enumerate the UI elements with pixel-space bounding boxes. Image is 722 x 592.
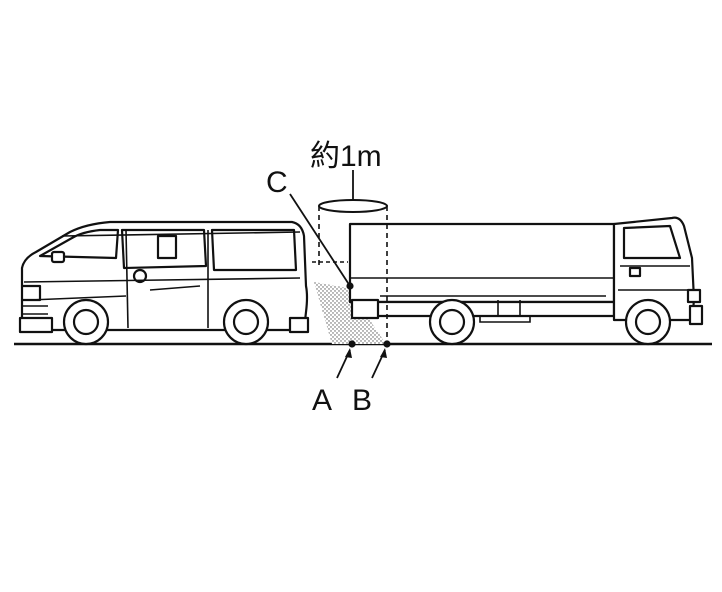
distance-cylinder (312, 170, 388, 344)
arrow-b (371, 348, 387, 379)
point-a-dot (348, 340, 356, 348)
point-a-label: A (312, 384, 332, 417)
point-c-label: C (266, 166, 288, 199)
point-b-label: B (352, 384, 372, 417)
blind-spot-area (314, 282, 386, 344)
van (18, 220, 310, 346)
point-b-dot (383, 340, 391, 348)
distance-label: 約1m (310, 140, 382, 173)
point-c-dot (346, 282, 354, 290)
truck (348, 216, 704, 346)
leader-c (289, 193, 351, 287)
arrow-a (336, 348, 352, 379)
